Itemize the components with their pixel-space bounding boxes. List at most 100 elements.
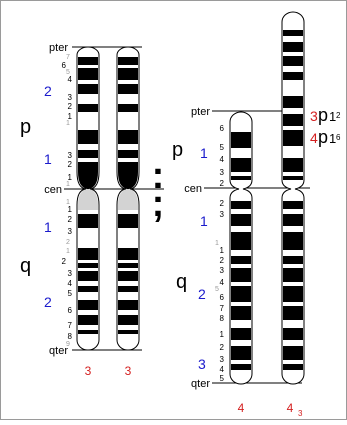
breakpoint-arm: p — [318, 127, 328, 147]
band-number: 2 — [68, 160, 73, 169]
band-number: 1 — [220, 246, 225, 255]
band-q28 — [78, 330, 98, 334]
region-p1-right: 1 — [200, 145, 208, 161]
band-number-column-right: 6 5 4 3 2 2 3 1 2 3 4 6 7 8 1 2 3 4 5 — [220, 124, 225, 383]
region-q1-right: 1 — [200, 213, 208, 229]
breakpoint-band: 1 — [329, 109, 336, 124]
chromosome-4-derivative — [281, 11, 305, 385]
separator-colon: : — [152, 155, 165, 197]
band-p12 — [78, 162, 98, 189]
band-number: 7 — [220, 304, 225, 313]
breakpoint-arm: p — [318, 105, 328, 125]
der3-band-q26 — [118, 300, 138, 310]
subband-number: 1 — [66, 181, 70, 188]
chromosome-label-4-derivative: 4 — [287, 401, 294, 415]
der4-band-q12 — [283, 201, 303, 209]
region-q2-left: 2 — [44, 294, 52, 310]
der3-band-p26 — [118, 57, 138, 65]
band-number: 6 — [62, 61, 67, 70]
der4-band-2 — [283, 42, 303, 52]
der3-band-q27 — [118, 315, 138, 325]
band-q21 — [78, 248, 98, 260]
der3-band-p12 — [118, 162, 138, 189]
band-p24 — [78, 84, 98, 94]
der4-band-1 — [283, 30, 303, 36]
band-number: 5 — [68, 289, 73, 298]
chr4-band-q31 — [231, 328, 251, 340]
der3-band-q23 — [118, 271, 138, 281]
breakpoint-3p12: 3 p 1 2 — [310, 105, 341, 125]
chromosome-3-normal — [76, 46, 100, 351]
region-p1-left: 1 — [44, 151, 52, 167]
subband-number: 1 — [66, 199, 70, 206]
chr4-band-q32 — [231, 346, 251, 360]
band-number: 7 — [68, 321, 73, 330]
der3-band-q24 — [118, 286, 138, 292]
chr4-band-q22 — [231, 256, 251, 264]
der4-band-p14 — [283, 158, 303, 172]
breakpoint-chromosome: 4 — [310, 130, 318, 146]
band-number: 2 — [68, 215, 73, 224]
pter-label-right: pter — [191, 106, 210, 118]
subband-number-column-left: 7 5 1 1 1 2 1 9 — [66, 54, 70, 348]
arm-p-label-left: p — [20, 116, 31, 138]
der3-band-q21 — [118, 248, 138, 260]
der3-band-p25 — [118, 68, 138, 80]
der4-band-p13 — [283, 176, 303, 180]
arm-p-label-right: p — [172, 139, 183, 161]
der3-centromere — [118, 189, 138, 210]
region-q1-left: 1 — [44, 219, 52, 235]
band-number: 2 — [220, 343, 225, 352]
band-number: 3 — [68, 227, 73, 236]
qter-label-left: qter — [49, 345, 68, 357]
chr4-band-q34 — [231, 364, 251, 370]
cen-label-right: cen — [184, 183, 202, 195]
subband-number: 1 — [66, 248, 70, 255]
der3-band-p22 — [118, 104, 138, 112]
band-number: 3 — [220, 355, 225, 364]
qter-label-right: qter — [191, 378, 210, 390]
der4-band-q34 — [283, 364, 303, 370]
chromosome-label-3-derivative: 3 — [125, 364, 132, 378]
band-q27 — [78, 315, 98, 325]
subband-number: 2 — [66, 239, 70, 246]
chr4-band-p15 — [231, 132, 251, 148]
der4-band-5 — [283, 96, 303, 108]
band-number: 3 — [220, 266, 225, 275]
band-number: 4 — [220, 155, 225, 164]
band-number: 1 — [220, 330, 225, 339]
breakpoint-4p16: 4 p 1 6 — [310, 127, 341, 147]
chromosome-4-normal — [229, 111, 253, 385]
der3-band-p24 — [118, 84, 138, 94]
der4-band-q24 — [283, 268, 303, 282]
band-q22 — [78, 263, 98, 268]
band-number: 2 — [220, 256, 225, 265]
der4-band-q31 — [283, 328, 303, 340]
band-q23 — [78, 271, 98, 281]
band-number: 4 — [68, 75, 73, 84]
band-number-column-left: 6 4 3 2 1 3 2 1 1 2 3 2 3 4 5 6 7 8 — [62, 61, 73, 341]
der4-band-7 — [283, 130, 303, 146]
centromere-heterochromatin — [78, 189, 98, 210]
der4-band-q26 — [283, 286, 303, 302]
band-number: 4 — [220, 365, 225, 374]
band-number: 8 — [220, 314, 225, 323]
pter-label-left: pter — [49, 42, 68, 54]
chr4-band-q28 — [231, 306, 251, 320]
der4-band-6 — [283, 114, 303, 126]
band-p13 — [78, 150, 98, 158]
breakpoint-chromosome: 3 — [310, 108, 318, 124]
der3-band-q13 — [118, 214, 138, 228]
subband-number: 5 — [66, 69, 70, 76]
band-number: 6 — [220, 124, 225, 133]
band-number: 3 — [68, 93, 73, 102]
band-number: 2 — [62, 257, 67, 266]
der3-band-p14 — [118, 130, 138, 144]
chromosome-3-derivative — [116, 46, 140, 351]
band-number: 2 — [220, 179, 225, 188]
separator-semicolon: ; — [152, 183, 165, 225]
region-q2-right: 2 — [198, 286, 206, 302]
der4-band-4 — [283, 72, 303, 80]
band-q13 — [78, 214, 98, 228]
